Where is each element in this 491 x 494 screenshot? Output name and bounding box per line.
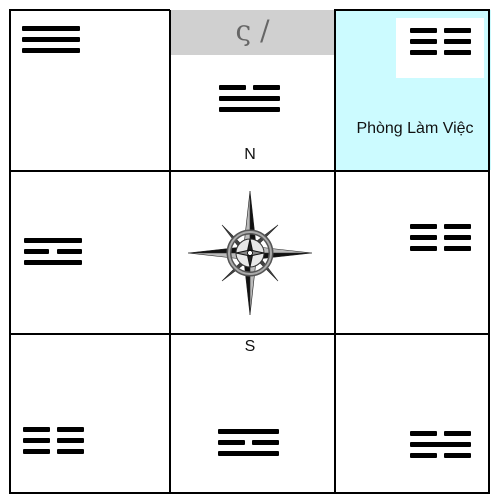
trigram-kun-icon bbox=[23, 427, 84, 457]
trigram-li-icon bbox=[218, 429, 279, 459]
grid-line-v2 bbox=[334, 10, 336, 494]
grid-line-right bbox=[488, 10, 490, 494]
grid-line-top bbox=[9, 9, 170, 11]
direction-label-north: N bbox=[232, 146, 268, 164]
grid-line-v1 bbox=[169, 10, 171, 494]
cell-southeast bbox=[335, 333, 491, 494]
room-label-working-room: Phòng Làm Việc bbox=[350, 118, 480, 140]
trigram-li-icon bbox=[24, 238, 82, 268]
direction-label-south: S bbox=[232, 338, 268, 356]
trigram-kun-icon bbox=[410, 28, 471, 58]
grid-line-top-right bbox=[334, 9, 490, 11]
trigram-qian-icon bbox=[22, 26, 80, 56]
grid-line-left bbox=[9, 10, 11, 494]
header-glyphs: ς / bbox=[170, 14, 335, 47]
trigram-dui-icon bbox=[219, 85, 280, 115]
grid-line-h1 bbox=[9, 170, 490, 172]
cell-south bbox=[170, 333, 335, 494]
compass-rose-icon bbox=[185, 188, 315, 318]
cell-southwest bbox=[10, 333, 170, 494]
trigram-kun-icon bbox=[410, 224, 471, 254]
trigram-kan-icon bbox=[410, 431, 471, 461]
grid-line-h2 bbox=[9, 333, 490, 335]
